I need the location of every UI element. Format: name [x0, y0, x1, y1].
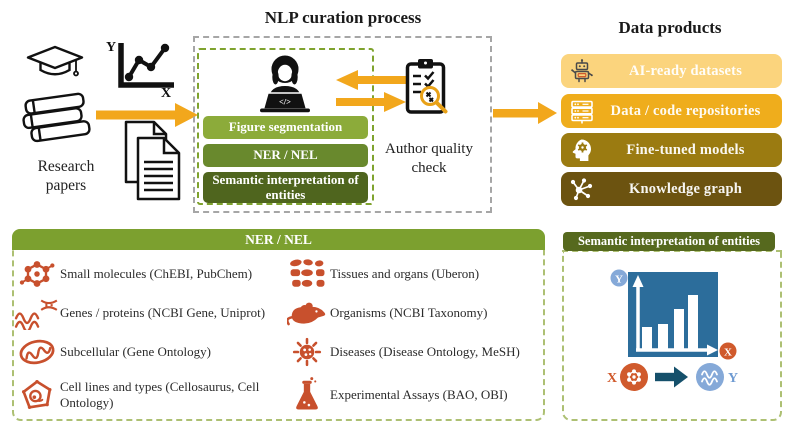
documents-icon: [124, 120, 181, 201]
graduation-cap-icon: [26, 45, 84, 77]
cell-icon: [14, 379, 60, 411]
robot-icon: [561, 58, 603, 84]
chart-axes: [636, 285, 709, 352]
process-inner-box: [197, 48, 374, 205]
step-label: NER / NEL: [253, 147, 318, 163]
semantic-illustration: Y X X Y: [607, 269, 738, 391]
molecule-icon: [14, 258, 60, 290]
subcellular-icon: [14, 337, 60, 367]
virus-icon: [284, 336, 330, 368]
ner-nel-panel-title: NER / NEL: [245, 231, 312, 247]
process-outer-box: [193, 36, 492, 213]
x-axis-badge: [719, 342, 737, 360]
entity-experimental-assays: Experimental Assays (BAO, OBI): [284, 372, 542, 418]
research-papers-label: Research papers: [37, 158, 95, 194]
step-semantic-interpretation: Semantic interpretation of entities: [203, 172, 368, 203]
entity-genes-proteins: Genes / proteins (NCBI Gene, Uniprot): [14, 294, 280, 332]
product-label: Fine-tuned models: [626, 141, 745, 158]
product-knowledge-graph: Knowledge graph: [561, 172, 782, 206]
step-figure-segmentation: Figure segmentation: [203, 116, 368, 139]
server-icon: [561, 98, 603, 124]
head-gear-icon: [561, 137, 603, 163]
mouse-icon: [284, 299, 330, 327]
knowledge-graph-icon: [561, 176, 603, 202]
laptop-code-glyph: </>: [279, 97, 291, 107]
genes-white-icon: [701, 370, 718, 386]
y-entity-label: Y: [728, 371, 738, 386]
entity-label: Organisms (NCBI Taxonomy): [330, 305, 488, 321]
entity-label: Diseases (Disease Ontology, MeSH): [330, 344, 520, 360]
line-chart-icon: Y X: [106, 40, 174, 98]
product-label: Knowledge graph: [629, 180, 742, 197]
arrow-sources-to-process: [96, 103, 198, 127]
curator-person-icon: </>: [260, 55, 310, 113]
genes-icon: [14, 296, 60, 330]
product-ai-ready-datasets: AI-ready datasets: [561, 54, 782, 88]
product-data-code-repositories: Data / code repositories: [561, 94, 782, 128]
arrow-check-to-curator: [336, 70, 406, 90]
products-title: Data products: [618, 18, 722, 37]
quality-check-clipboard-icon: [405, 59, 448, 114]
ner-nel-panel-header: NER / NEL: [12, 229, 545, 250]
chart-x-label: X: [161, 86, 171, 98]
entity-subcellular: Subcellular (Gene Ontology): [14, 334, 280, 370]
x-badge-label: X: [724, 347, 732, 359]
semantic-panel-header: Semantic interpretation of entities: [563, 232, 775, 251]
mapping-arrow: [655, 366, 688, 388]
tissues-icon: [284, 258, 330, 290]
author-quality-check-label: Author quality check: [385, 141, 473, 176]
entity-label: Subcellular (Gene Ontology): [60, 344, 211, 360]
semantic-panel-title: Semantic interpretation of entities: [577, 234, 761, 248]
illustration-bars: [642, 295, 698, 350]
entity-label: Experimental Assays (BAO, OBI): [330, 387, 508, 403]
entity-diseases: Diseases (Disease Ontology, MeSH): [284, 334, 542, 370]
product-label: Data / code repositories: [610, 102, 761, 119]
y-axis-badge: [610, 269, 628, 287]
molecule-white-icon: [627, 369, 641, 385]
books-stack-icon: [22, 92, 91, 143]
ner-nel-panel: [12, 229, 545, 421]
step-label: Semantic interpretation of entities: [212, 171, 359, 202]
entity-organisms: Organisms (NCBI Taxonomy): [284, 294, 542, 332]
chart-y-label: Y: [106, 40, 116, 55]
x-entity-label: X: [607, 371, 617, 386]
entity-tissues-organs: Tissues and organs (Uberon): [284, 256, 542, 292]
entity-label: Small molecules (ChEBI, PubChem): [60, 266, 253, 282]
arrow-curator-to-check: [336, 92, 406, 112]
product-fine-tuned-models: Fine-tuned models: [561, 133, 782, 167]
flask-icon: [284, 377, 330, 413]
entity-label: Genes / proteins (NCBI Gene, Uniprot): [60, 305, 266, 321]
step-ner-nel: NER / NEL: [203, 144, 368, 167]
y-badge-label: Y: [615, 274, 623, 286]
entity-label: Tissues and organs (Uberon): [330, 266, 480, 282]
step-label: Figure segmentation: [228, 119, 343, 135]
product-label: AI-ready datasets: [628, 62, 743, 79]
entity-small-molecules: Small molecules (ChEBI, PubChem): [14, 256, 280, 292]
process-title: NLP curation process: [264, 8, 422, 27]
arrow-process-to-products: [493, 102, 557, 124]
entity-label: Cell lines and types (Cellosaurus, Cell …: [60, 379, 260, 410]
entity-cell-lines: Cell lines and types (Cellosaurus, Cell …: [14, 372, 280, 418]
